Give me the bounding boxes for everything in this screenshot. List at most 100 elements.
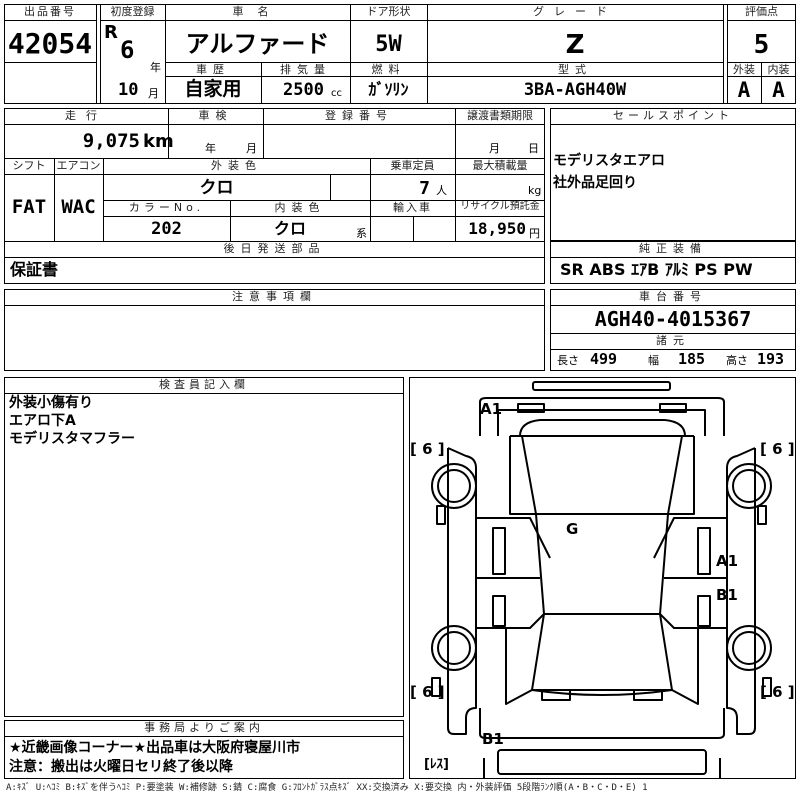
mark-front-bumper: A1: [480, 400, 503, 418]
vehicle-details-block: [4, 108, 545, 284]
mileage-unit: km: [143, 131, 174, 152]
first-registration-label: 初度登録: [110, 5, 155, 18]
spec-label: 諸元: [656, 334, 690, 347]
recycle-unit: 円: [529, 227, 540, 240]
mark-right-door-rear: B1: [716, 586, 738, 604]
score-label: 評価点: [745, 5, 778, 18]
model-code: 3BA-AGH40W: [523, 80, 627, 100]
year-unit: 年: [150, 61, 161, 74]
sales-point-label: セールスポイント: [613, 109, 733, 122]
tire-rear-left: [ 6 ]: [410, 683, 445, 701]
inspector-label: 検査員記入欄: [159, 378, 249, 391]
interior-color-unit: 系: [356, 227, 367, 240]
damage-diagram: A1 G A1 B1 B1 [ 6 ] [ 6 ] [ 6 ] [ 6 ] [ﾚ…: [409, 377, 796, 779]
fuel-label: 燃料: [371, 63, 406, 76]
door-type: 5W: [375, 32, 402, 57]
sales-point-line-1: モデリスタエアロ: [553, 153, 665, 169]
aircon: WAC: [61, 196, 96, 218]
inspection-label: 車検: [198, 109, 233, 122]
inspection-month-unit: 月: [246, 142, 257, 155]
color-number-label: カラーNo.: [128, 201, 205, 214]
inspection-year-unit: 年: [205, 142, 216, 155]
notes-block: [4, 289, 545, 371]
width: 185: [678, 350, 706, 368]
chassis-number: AGH40-4015367: [594, 307, 752, 331]
capacity-unit: 人: [436, 184, 447, 197]
first-registration-month: 10: [118, 80, 139, 100]
interior-grade: A: [772, 78, 785, 102]
office-line-2: 注意：搬出は火曜日セリ終了後以降: [9, 759, 233, 775]
length-label: 長さ: [557, 354, 579, 367]
spare-tire: [ﾚｽ]: [424, 757, 449, 772]
displacement: 2500: [283, 80, 324, 100]
office-block: [4, 720, 404, 779]
history-label: 車歴: [196, 63, 230, 76]
inspector-line-1: 外装小傷有り: [9, 395, 93, 411]
exterior-grade: A: [737, 78, 751, 102]
office-label: 事務局よりご案内: [144, 721, 264, 734]
max-load-unit: kg: [528, 184, 542, 197]
car-name-label: 車名: [232, 5, 283, 18]
interior-color-label: 内装色: [274, 201, 326, 214]
month-unit: 月: [148, 87, 159, 100]
vehicle-history: 自家用: [184, 78, 242, 100]
fuel-type: ｶﾞｿﾘﾝ: [368, 80, 409, 99]
tire-front-right: [ 6 ]: [760, 440, 795, 458]
door-label: ドア形状: [366, 5, 411, 18]
capacity-label: 乗車定員: [390, 159, 435, 172]
sales-point-line-2: 社外品足回り: [553, 175, 637, 191]
equipment-block: [550, 241, 796, 284]
capacity: 7: [419, 178, 430, 199]
mileage: 9,075: [82, 130, 140, 152]
tire-rear-right: [ 6 ]: [760, 683, 795, 701]
transfer-day-unit: 日: [528, 142, 539, 155]
chassis-label: 車台番号: [639, 290, 707, 303]
equipment-items: SR ABS ｴｱB ｱﾙﾐ PS PW: [560, 260, 753, 279]
length: 499: [590, 350, 618, 368]
grade-label: グレード: [533, 5, 617, 18]
interior-color: クロ: [273, 219, 306, 238]
color-number: 202: [151, 219, 182, 239]
mileage-label: 走行: [65, 109, 107, 122]
first-registration-year: 6: [120, 36, 135, 64]
inspector-line-3: モデリスタマフラー: [9, 431, 135, 447]
later-parts: 保証書: [10, 260, 59, 279]
inspector-block: [4, 377, 404, 717]
car-outline: [431, 381, 772, 778]
shift: FAT: [11, 196, 47, 218]
tire-front-left: [ 6 ]: [410, 440, 445, 458]
sales-point-block: [550, 108, 796, 241]
displacement-unit: cc: [331, 88, 342, 99]
exterior-color: クロ: [199, 178, 234, 198]
model-label: 型式: [558, 63, 592, 76]
mark-right-door-front: A1: [716, 552, 739, 570]
recycle-label: リサイクル預託金: [460, 201, 540, 212]
displacement-label: 排気量: [280, 63, 331, 76]
era: R: [104, 22, 118, 43]
mark-rear-bumper: B1: [482, 730, 504, 748]
transfer-month-unit: 月: [489, 142, 500, 155]
equipment-label: 純正装備: [639, 242, 707, 255]
later-parts-label: 後日発送部品: [223, 242, 326, 255]
lot-number: 42054: [7, 27, 93, 60]
grade: Z: [565, 30, 585, 60]
inspector-line-2: エアロ下A: [9, 413, 76, 429]
import-label: 輸入車: [393, 201, 432, 214]
exterior-color-label: 外装色: [211, 159, 262, 172]
score: 5: [753, 30, 770, 60]
legend-text: A:ｷｽﾞ U:ﾍｺﾐ B:ｷｽﾞを伴うﾍｺﾐ P:要塗装 W:補修跡 S:錆 …: [6, 783, 648, 793]
transfer-deadline-label: 譲渡書類期限: [467, 109, 533, 122]
height: 193: [757, 350, 785, 368]
aircon-label: エアコン: [56, 159, 101, 172]
lot-number-label: 出品番号: [24, 5, 76, 18]
recycle-deposit: 18,950: [468, 219, 526, 238]
registration-label: 登録番号: [325, 109, 393, 122]
height-label: 高さ: [726, 354, 748, 367]
shift-label: シフト: [12, 159, 46, 172]
interior-label: 内装: [767, 63, 790, 76]
office-line-1: ★近畿画像コーナー★出品車は大阪府寝屋川市: [9, 740, 301, 756]
car-name: アルファード: [185, 30, 330, 58]
notes-label: 注意事項欄: [232, 290, 317, 303]
mark-center-roof: G: [566, 520, 579, 538]
width-label: 幅: [648, 354, 659, 367]
